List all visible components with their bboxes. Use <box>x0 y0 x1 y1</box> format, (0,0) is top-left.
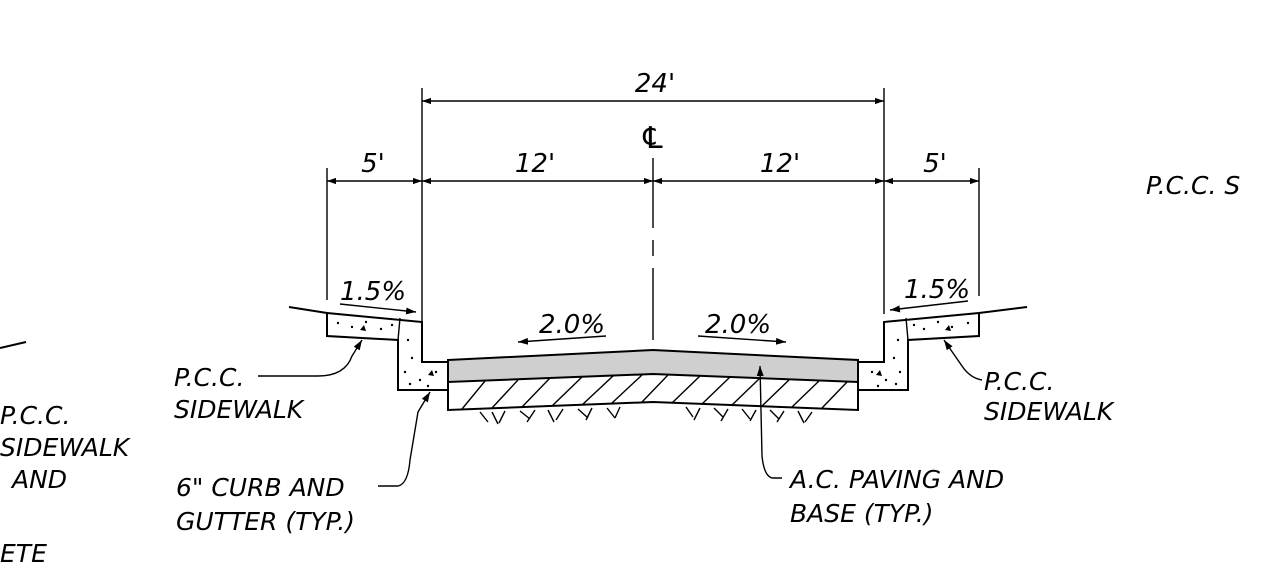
paving-label-line2: BASE (TYP.) <box>790 499 934 528</box>
left-sidewalk-slope-label: 1.5% <box>340 277 406 307</box>
right-lane-slope-label: 2.0% <box>705 310 771 340</box>
slope-annotations: 1.5% 1.5% 2.0% 2.0% <box>339 275 970 345</box>
left-sidewalk-label-line1: P.C.C. <box>174 363 244 392</box>
concrete-stipple-right <box>870 320 970 388</box>
extension-lines <box>326 88 980 328</box>
existing-ground-lines <box>0 306 1028 349</box>
paving-label-line1: A.C. PAVING AND <box>788 465 1004 494</box>
right-lane-width-label: 12' <box>760 149 800 179</box>
callout-leaders <box>258 339 983 487</box>
ac-pavement <box>447 348 859 425</box>
right-sidewalk-label-line1: P.C.C. <box>984 367 1054 396</box>
concrete-stipple-left <box>336 320 438 388</box>
overall-width-dimension: 24' <box>422 69 884 105</box>
left-sidewalk-and-curb <box>326 311 449 391</box>
left-cutoff-label-line3: AND <box>10 465 67 494</box>
right-cutoff-label: P.C.C. S <box>1146 171 1240 200</box>
right-sidewalk-width-label: 5' <box>923 149 947 179</box>
ac-surface-layer <box>447 348 859 384</box>
right-sidewalk-and-curb <box>857 311 980 391</box>
left-cutoff-label-line1: P.C.C. <box>0 401 70 430</box>
right-sidewalk-slope-label: 1.5% <box>904 275 970 305</box>
callout-labels: P.C.C. SIDEWALK P.C.C. SIDEWALK 6" CURB … <box>0 171 1240 568</box>
base-hatching <box>461 374 849 410</box>
base-layer <box>447 382 859 412</box>
right-sidewalk-label-line2: SIDEWALK <box>984 397 1116 426</box>
overall-width-label: 24' <box>635 69 675 99</box>
centerline: ℄ <box>642 121 663 340</box>
centerline-symbol: ℄ <box>642 121 662 156</box>
left-cutoff-label-line4: ETE <box>0 539 47 568</box>
left-cutoff-label-line2: SIDEWALK <box>0 433 132 462</box>
left-lane-slope-label: 2.0% <box>539 310 605 340</box>
left-sidewalk-width-label: 5' <box>361 149 385 179</box>
left-lane-width-label: 12' <box>515 149 555 179</box>
left-sidewalk-label-line2: SIDEWALK <box>174 395 306 424</box>
subgrade-marks <box>479 406 813 425</box>
curb-gutter-label-line1: 6" CURB AND <box>176 473 345 502</box>
curb-gutter-label-line2: GUTTER (TYP.) <box>176 507 355 536</box>
lane-dimensions: 5' 12' 12' 5' <box>327 149 979 185</box>
